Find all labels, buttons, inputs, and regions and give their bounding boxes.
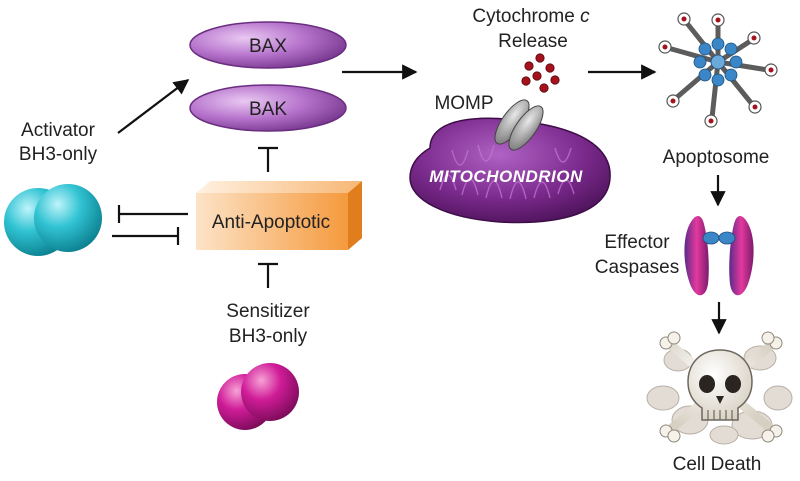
mitochondrion: MITOCHONDRION xyxy=(409,117,611,224)
cytochrome-sublabel: Release xyxy=(498,31,568,52)
anti-apoptotic-box: Anti-Apoptotic xyxy=(196,181,362,250)
sensitizer-label: Sensitizer xyxy=(226,301,310,322)
sensitizer-sublabel: BH3-only xyxy=(229,326,308,347)
cell-death-label: Cell Death xyxy=(673,454,762,475)
apoptosome-complex xyxy=(658,12,778,128)
cell-death-illustration xyxy=(646,331,793,445)
apoptosome-label: Apoptosome xyxy=(663,147,770,168)
cytochrome-label-line1: Cytochrome xyxy=(472,6,580,27)
effector-label: Effector xyxy=(604,232,670,253)
bak-protein: BAK xyxy=(189,84,347,132)
momp-pore xyxy=(494,99,544,151)
sensitizer-inhibits-anti-apoptotic xyxy=(258,262,278,288)
anti-apoptotic-label: Anti-Apoptotic xyxy=(212,212,330,233)
mitochondrion-label: MITOCHONDRION xyxy=(429,167,583,186)
momp-label: MOMP xyxy=(434,93,493,114)
activator-molecule xyxy=(4,184,102,256)
bax-label: BAX xyxy=(249,36,287,57)
cytochrome-label: Cytochrome c xyxy=(472,6,590,27)
sensitizer-molecule xyxy=(217,363,299,430)
inhibition-bars xyxy=(112,205,188,245)
skull-icon xyxy=(687,349,753,421)
activator-label: Activator xyxy=(21,120,96,141)
cytochrome-c-molecules xyxy=(521,53,560,93)
anti-apoptotic-inhibits-bak xyxy=(258,146,278,172)
bax-protein: BAX xyxy=(189,21,347,69)
activator-sublabel: BH3-only xyxy=(19,144,98,165)
bak-label: BAK xyxy=(249,99,287,120)
activator-to-bax-arrow xyxy=(117,79,190,134)
effector-sublabel: Caspases xyxy=(595,257,680,278)
effector-caspases-dimer xyxy=(684,216,754,296)
